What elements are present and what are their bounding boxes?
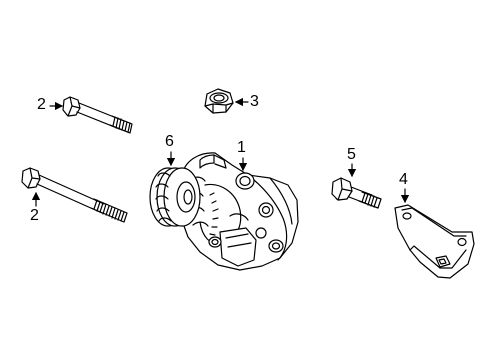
callout-pulley: 6 [165, 133, 174, 150]
leader-lines [31, 97, 410, 207]
bolt-upper-long [62, 96, 133, 134]
alternator [179, 152, 299, 271]
nut [204, 88, 234, 114]
pulley [149, 167, 201, 227]
bolt-lower-long [21, 167, 128, 223]
callout-bolt-short: 5 [347, 146, 356, 163]
callout-bolt-lower-long: 2 [30, 207, 39, 224]
bolt-short [331, 177, 382, 209]
callout-alternator: 1 [237, 139, 246, 156]
callout-bolt-upper-long: 2 [37, 96, 46, 113]
bracket [394, 204, 475, 279]
callout-nut: 3 [250, 93, 259, 110]
callout-bracket: 4 [399, 171, 408, 188]
